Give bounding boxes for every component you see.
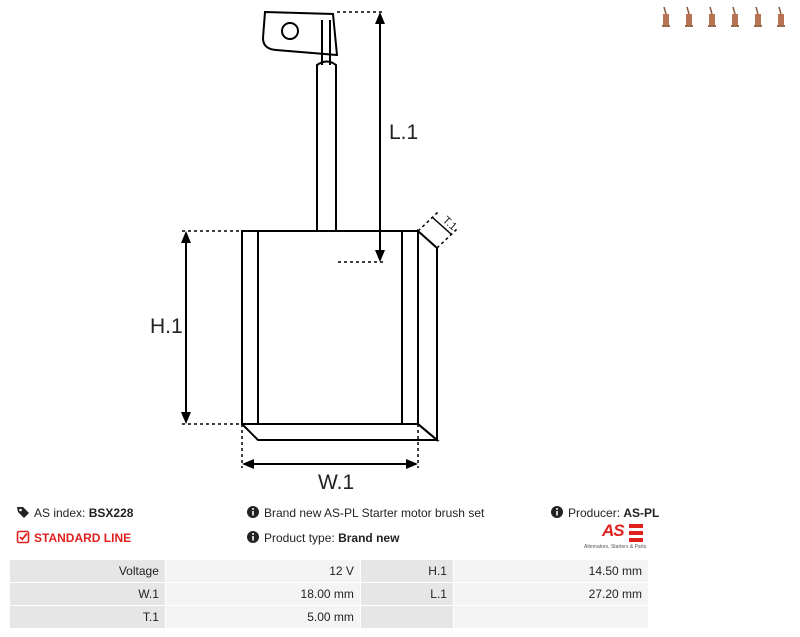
table-row: T.1 5.00 mm xyxy=(9,605,650,629)
logo-text: AS xyxy=(602,521,625,540)
spec-value xyxy=(452,605,650,629)
standard-line-badge: STANDARD LINE xyxy=(16,530,131,546)
checkbox-checked-icon xyxy=(16,530,30,544)
spec-label xyxy=(359,605,454,629)
table-row: Voltage 12 V H.1 14.50 mm xyxy=(9,559,650,583)
spec-value: 14.50 mm xyxy=(452,559,650,583)
spec-value: 18.00 mm xyxy=(164,582,361,606)
standard-line-label: STANDARD LINE xyxy=(34,531,132,545)
spec-label: W.1 xyxy=(9,582,166,606)
product-description: Brand new AS-PL Starter motor brush set xyxy=(246,505,484,521)
spec-label: T.1 xyxy=(9,605,166,629)
terminal-tab xyxy=(261,10,339,57)
spec-label: H.1 xyxy=(359,559,454,583)
product-type-value: Brand new xyxy=(338,531,400,545)
terminal-hole xyxy=(281,22,299,40)
logo-mark-icon xyxy=(629,524,643,542)
as-index: AS index: BSX228 xyxy=(16,505,133,521)
spec-label: Voltage xyxy=(9,559,166,583)
info-icon xyxy=(247,506,259,518)
thumbnail-brush-6 xyxy=(777,6,785,27)
brush-side-face xyxy=(417,228,438,443)
thumbnail-brush-3 xyxy=(708,6,716,27)
dim-label-length: L.1 xyxy=(389,121,418,144)
spec-value: 5.00 mm xyxy=(164,605,361,629)
as-pl-logo: AS Alternators, Starters & Parts xyxy=(584,521,650,551)
spec-value: 12 V xyxy=(164,559,361,583)
as-index-value: BSX228 xyxy=(88,506,134,520)
product-type-label: Product type: xyxy=(264,531,335,545)
producer-label: Producer: xyxy=(568,506,621,520)
brush-set-thumbnails xyxy=(662,6,785,27)
producer: Producer: AS-PL xyxy=(550,505,659,521)
brush-bottom-face xyxy=(241,423,440,441)
brush-body xyxy=(241,230,419,425)
spec-label: L.1 xyxy=(359,582,454,606)
info-icon xyxy=(551,506,563,518)
info-icon xyxy=(247,531,259,543)
producer-value: AS-PL xyxy=(623,506,660,520)
technical-drawing: L.1 H.1 W.1 T.1 xyxy=(150,10,459,494)
dim-label-height: H.1 xyxy=(150,315,183,338)
product-type: Product type: Brand new xyxy=(246,530,399,546)
logo-tagline: Alternators, Starters & Parts xyxy=(584,544,647,550)
specs-table: Voltage 12 V H.1 14.50 mm W.1 18.00 mm L… xyxy=(9,559,650,629)
tags-icon xyxy=(17,507,29,518)
thumbnail-brush-5 xyxy=(754,6,762,27)
description-text: Brand new AS-PL Starter motor brush set xyxy=(264,506,485,520)
thumbnail-brush-1 xyxy=(662,6,670,27)
thumbnail-brush-2 xyxy=(685,6,693,27)
thumbnail-brush-4 xyxy=(731,6,739,27)
dim-label-width: W.1 xyxy=(318,471,354,494)
as-index-label: AS index: xyxy=(34,506,86,520)
table-row: W.1 18.00 mm L.1 27.20 mm xyxy=(9,582,650,606)
spec-value: 27.20 mm xyxy=(452,582,650,606)
